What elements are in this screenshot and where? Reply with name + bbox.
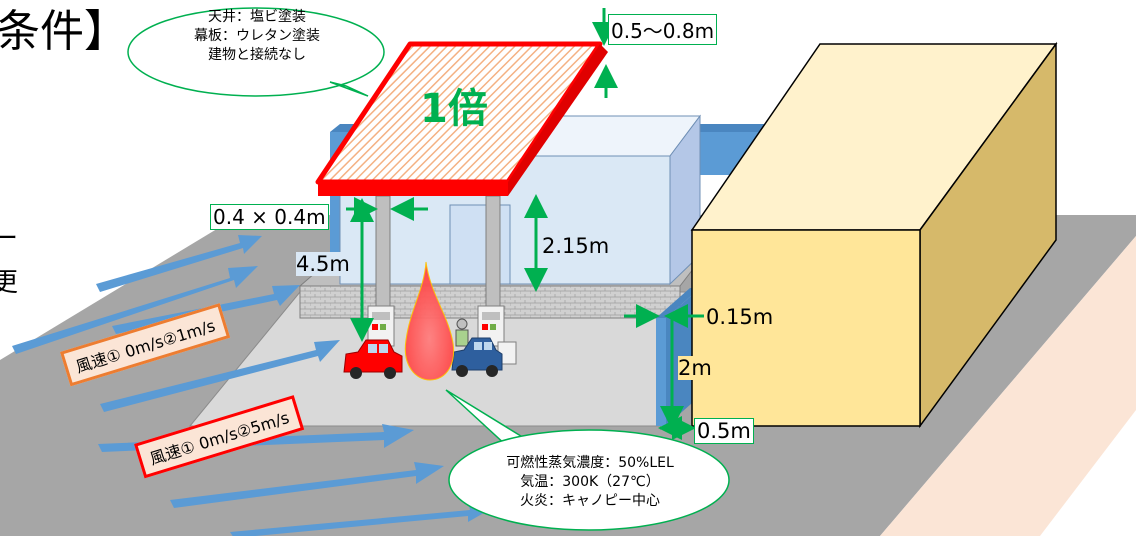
conditions-line-1: 可燃性蒸気濃度：50%LEL bbox=[506, 455, 674, 471]
left-fragment-1: ー bbox=[0, 224, 19, 254]
side-wall-front bbox=[656, 318, 666, 426]
conditions-bubble bbox=[445, 389, 730, 531]
wall-depth-label: 0.5m bbox=[694, 418, 754, 444]
material-bubble bbox=[127, 7, 385, 97]
conditions-line-2: 気温：300K（27℃） bbox=[520, 474, 660, 490]
conditions-line-3: 火炎：キャノピー中心 bbox=[520, 493, 660, 509]
building-height-label: 2.15m bbox=[542, 234, 610, 258]
building-window bbox=[449, 204, 511, 285]
sidewalk bbox=[880, 236, 1136, 536]
pillar-height-label: 4.5m bbox=[296, 252, 350, 276]
material-bubble-text: 天井：塩ビ塗装 幕板：ウレタン塗装 建物と接続なし bbox=[142, 8, 372, 65]
pillar-left bbox=[375, 195, 391, 323]
material-line-1: 天井：塩ビ塗装 bbox=[208, 9, 306, 25]
red-car bbox=[343, 339, 403, 379]
dimension-lines bbox=[346, 8, 704, 440]
material-line-3: 建物と接続なし bbox=[208, 47, 306, 63]
canopy-thickness-label: 0.5〜0.8m bbox=[608, 14, 718, 45]
canopy-label: 1倍 bbox=[420, 86, 488, 132]
canopy-side bbox=[508, 44, 608, 196]
canopy-front bbox=[318, 182, 508, 196]
material-line-2: 幕板：ウレタン塗装 bbox=[194, 28, 320, 44]
attendant bbox=[455, 318, 469, 347]
conditions-bubble-text: 可燃性蒸気濃度：50%LEL 気温：300K（27℃） 火炎：キャノピー中心 bbox=[470, 454, 710, 511]
wall-height-label: 2m bbox=[678, 356, 712, 380]
pillar-size-label: 0.4 × 0.4m bbox=[210, 204, 329, 230]
wall-gap-label: 0.15m bbox=[706, 305, 774, 329]
left-fragment-2: 更 bbox=[0, 268, 19, 298]
pillar-right bbox=[485, 195, 501, 323]
flame-plume bbox=[404, 261, 454, 381]
blue-car bbox=[451, 337, 503, 377]
title-fragment: 条件】 bbox=[0, 6, 128, 57]
